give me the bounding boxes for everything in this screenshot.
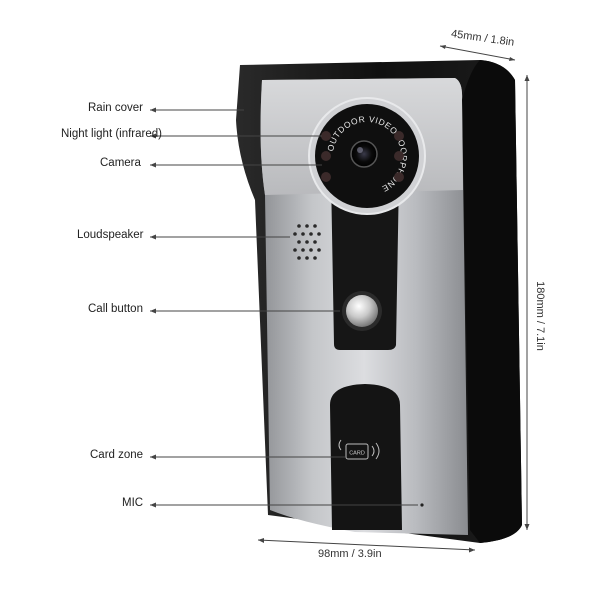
dimension-lines [257,45,528,551]
width-dimension: 98mm / 3.9in [318,548,382,560]
height-dimension: 180mm / 7.1in [534,281,546,351]
card-zone: CARD [330,384,402,530]
card-text: CARD [349,451,365,457]
camera-label: Camera [100,157,141,169]
mic-label: MIC [122,497,144,509]
call-button [342,291,382,331]
dimension-arrows [258,45,530,553]
card-zone-label: Card zone [90,449,144,461]
leader-lines [150,109,418,506]
rain-cover-label: Rain cover [88,102,143,114]
mic-hole [420,503,424,507]
night-light-label: Night light (infrared) [61,128,162,140]
leader-arrows [150,107,156,508]
loudspeaker-grille [293,224,321,260]
call-button-label: Call button [88,303,143,315]
camera-lens [350,140,378,168]
night-light-leds [321,131,404,182]
loudspeaker-label: Loudspeaker [77,229,144,241]
